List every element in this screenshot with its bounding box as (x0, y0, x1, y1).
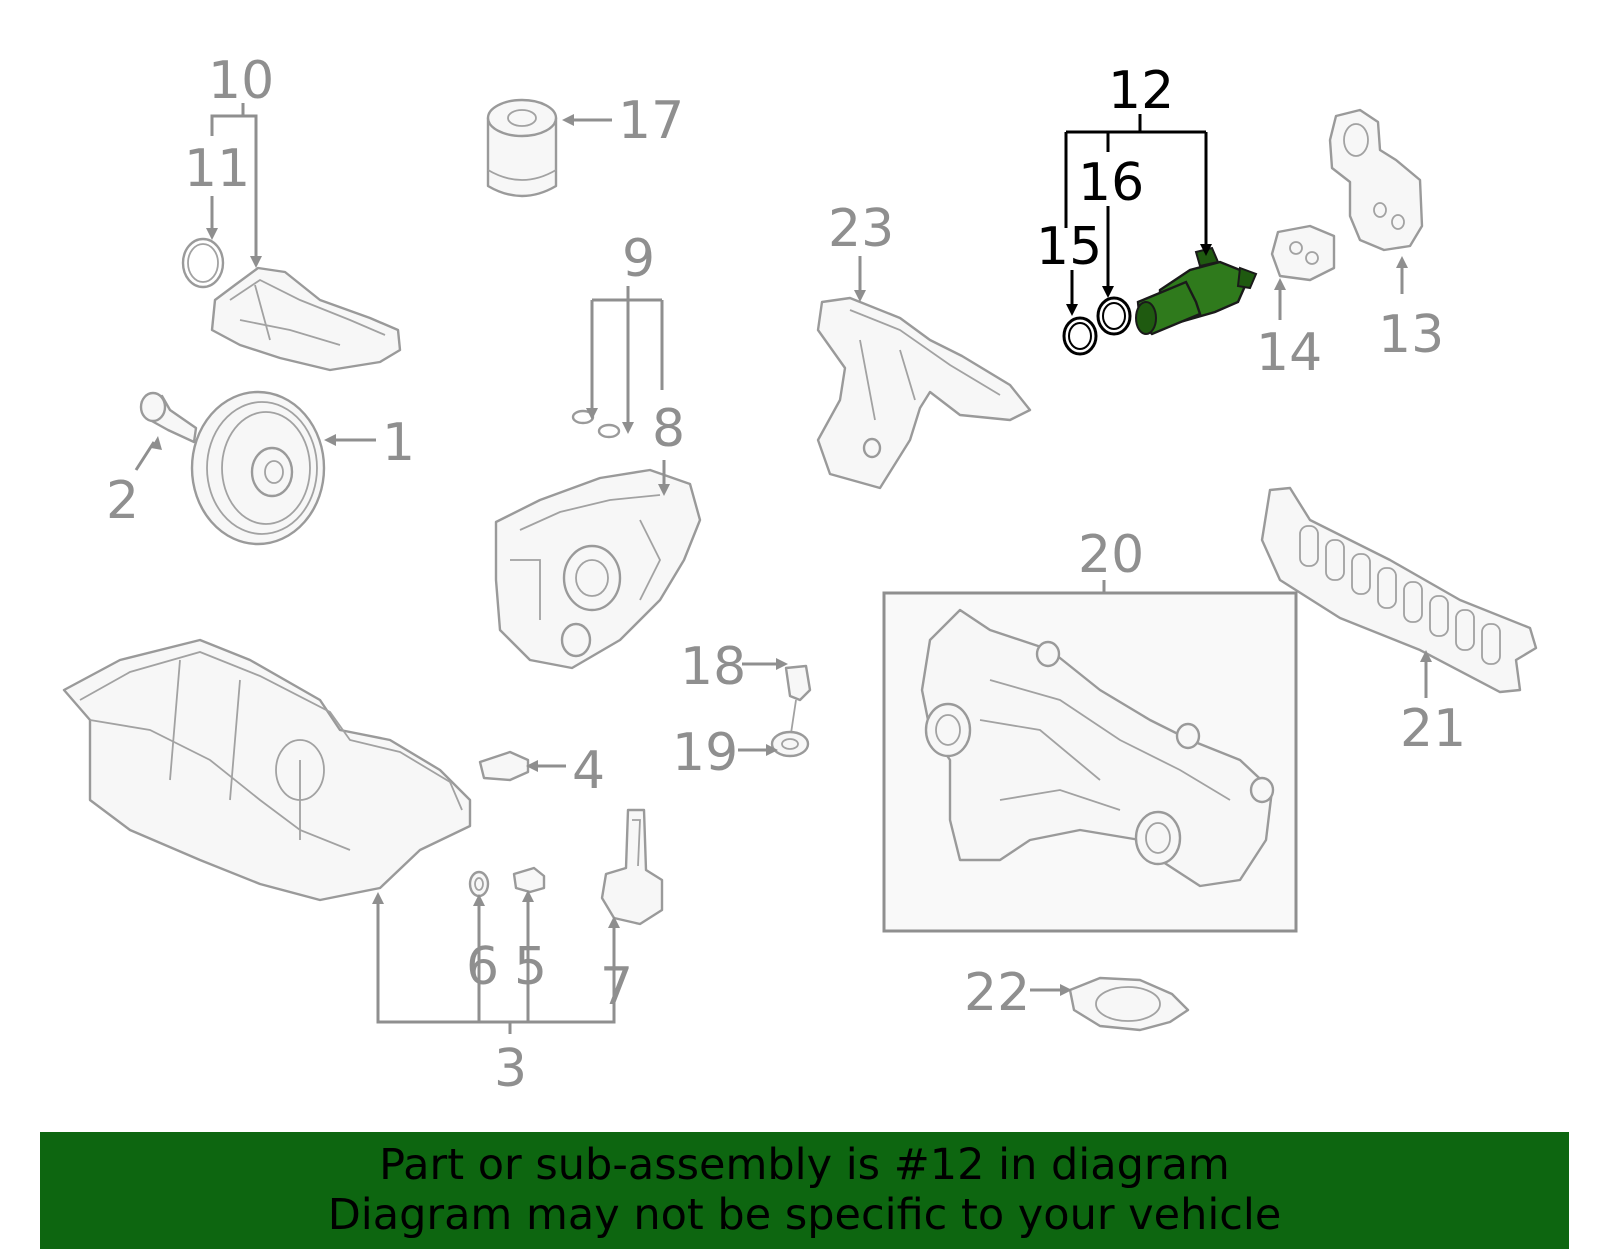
part-21-gasket[interactable] (1260, 486, 1538, 694)
part-22-gasket[interactable] (1068, 976, 1190, 1032)
part-5-plug[interactable] (512, 866, 546, 894)
callout-9: 9 (622, 229, 655, 289)
part-11-o-ring[interactable] (181, 237, 225, 289)
callout-labels: 10 11 1 2 17 9 8 23 12 16 15 14 13 20 21… (106, 51, 1466, 1099)
callout-11: 11 (184, 139, 250, 199)
part-10-cover[interactable] (210, 266, 402, 372)
part-6-washer[interactable] (468, 870, 490, 898)
part-18-sensor[interactable] (784, 664, 812, 741)
callout-6: 6 (466, 937, 499, 997)
banner-line-2: Diagram may not be specific to your vehi… (327, 1190, 1282, 1240)
leader-lines (134, 103, 1428, 1034)
part-19-grommet[interactable] (770, 730, 810, 758)
part-1-pulley[interactable] (190, 390, 326, 546)
callout-10: 10 (208, 51, 274, 111)
notice-banner: Part or sub-assembly is #12 in diagram D… (40, 1132, 1569, 1249)
callout-8: 8 (652, 399, 685, 459)
callout-16: 16 (1078, 153, 1144, 213)
banner-line-1: Part or sub-assembly is #12 in diagram (379, 1140, 1230, 1190)
part-3-oil-pan[interactable] (62, 638, 472, 902)
highlight-leader-lines (1064, 114, 1208, 310)
callout-4: 4 (572, 741, 605, 801)
callout-22: 22 (964, 963, 1030, 1023)
callout-7: 7 (600, 957, 633, 1017)
part-2-bolt[interactable] (139, 391, 198, 444)
callout-2: 2 (106, 471, 139, 531)
callout-21: 21 (1400, 699, 1466, 759)
callout-3: 3 (494, 1039, 527, 1099)
part-23-bracket[interactable] (816, 296, 1032, 490)
callout-19: 19 (672, 723, 738, 783)
callout-1: 1 (382, 413, 415, 473)
part-20-intake-manifold[interactable] (920, 608, 1275, 888)
part-12-sensor[interactable] (1135, 246, 1258, 336)
callout-17: 17 (618, 91, 684, 151)
callout-20: 20 (1078, 525, 1144, 585)
part-13-solenoid[interactable] (1328, 108, 1424, 252)
part-16-o-ring[interactable] (1096, 296, 1132, 336)
callout-15: 15 (1036, 217, 1102, 277)
part-7-level-sensor[interactable] (600, 808, 664, 926)
highlight-arrowheads (1066, 244, 1212, 316)
part-8-oil-pump[interactable] (494, 468, 702, 670)
part-14-gasket[interactable] (1270, 224, 1336, 282)
callout-14: 14 (1256, 323, 1322, 383)
callout-18: 18 (680, 637, 746, 697)
callout-23: 23 (828, 199, 894, 259)
callout-13: 13 (1378, 305, 1444, 365)
part-15-o-ring[interactable] (1062, 316, 1098, 356)
part-9-o-rings[interactable] (571, 409, 621, 439)
part-17-oil-filter[interactable] (486, 98, 558, 198)
callout-12: 12 (1108, 61, 1174, 121)
part-4-drain-plug[interactable] (478, 750, 530, 782)
leader-arrowheads (151, 114, 1432, 996)
callout-5: 5 (514, 937, 547, 997)
